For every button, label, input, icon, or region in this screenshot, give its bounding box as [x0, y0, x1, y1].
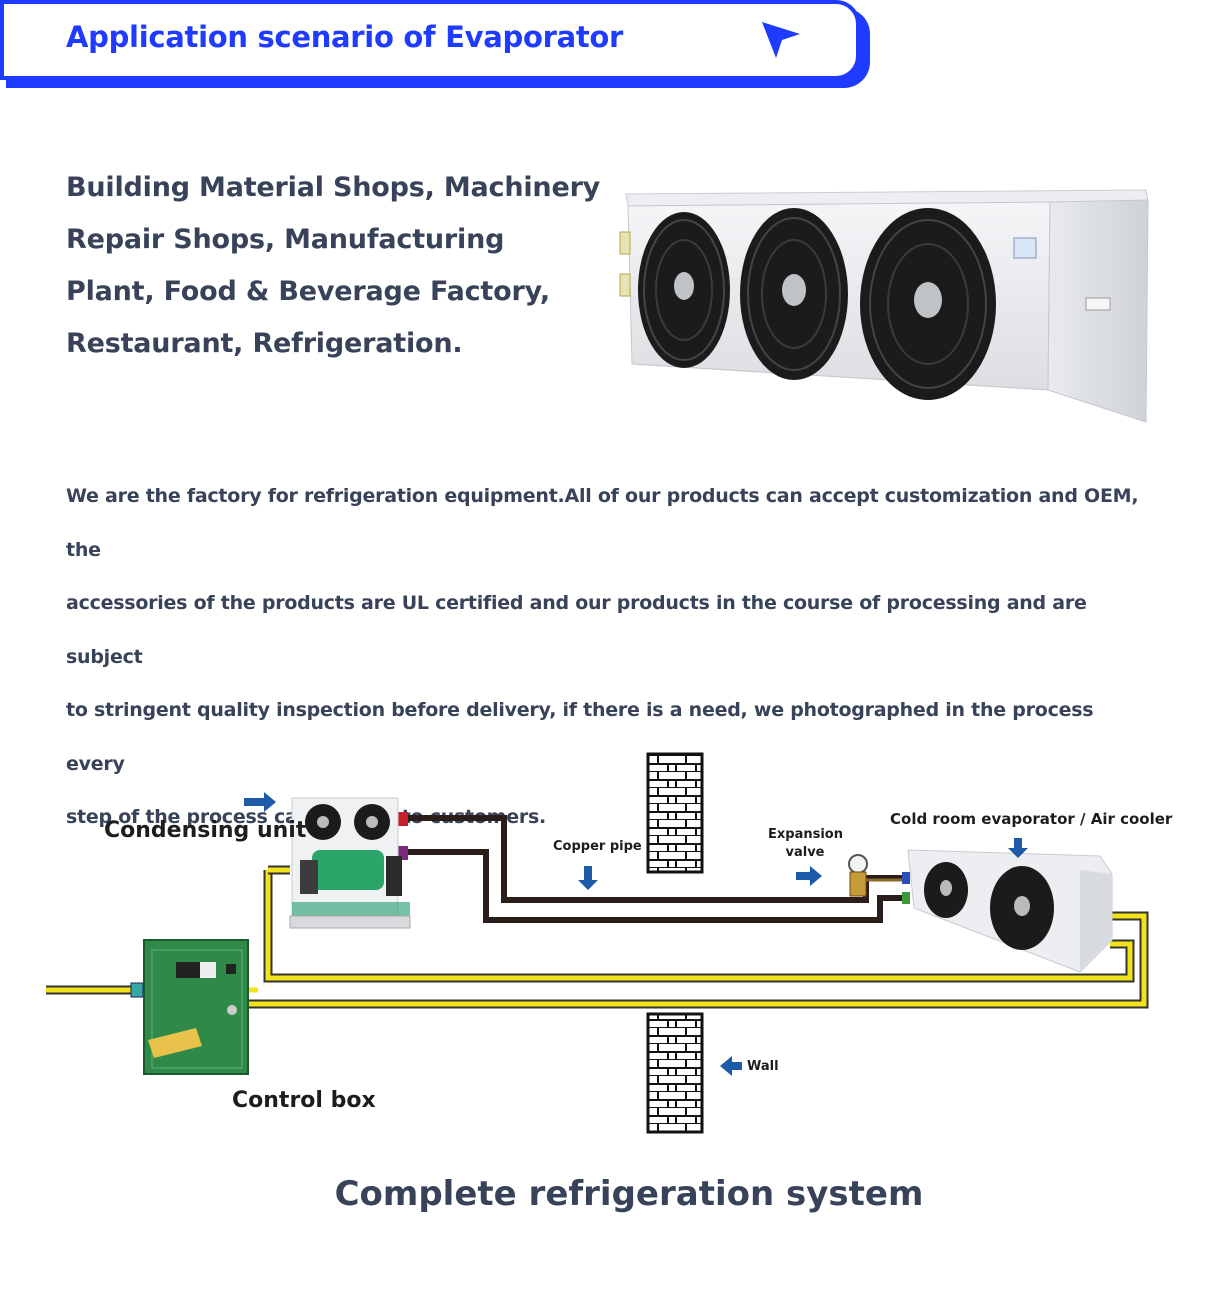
- paragraph-line: accessories of the products are UL certi…: [66, 592, 1087, 668]
- label-condensing-unit: Condensing unit: [104, 818, 307, 843]
- wall-upper: [646, 752, 704, 874]
- label-wall: Wall: [747, 1059, 779, 1074]
- control-box-image: [143, 939, 249, 1075]
- headline-line: Plant, Food & Beverage Factory,: [66, 276, 550, 307]
- paragraph-line: to stringent quality inspection before d…: [66, 699, 1094, 775]
- expansion-valve-icon: [848, 854, 902, 897]
- headline-line: Restaurant, Refrigeration.: [66, 328, 463, 359]
- cursor-arrow-icon: [762, 22, 800, 58]
- copper-pipe: [404, 815, 908, 923]
- air-cooler-image: [907, 849, 1113, 973]
- fan-icon: [638, 212, 730, 368]
- diagram-title: Complete refrigeration system: [334, 1174, 924, 1214]
- condensing-unit-image: [289, 797, 411, 929]
- label-expansion-valve: Expansion valve: [768, 827, 843, 860]
- electrical-wire: [46, 865, 1149, 1009]
- fan-icon: [860, 208, 996, 400]
- pointer-arrow-icon: [244, 792, 1028, 1076]
- headline-line: Building Material Shops, Machinery: [66, 172, 601, 203]
- diagram-drawing: [46, 752, 1149, 1134]
- label-control-box: Control box: [232, 1088, 376, 1113]
- wall-lower: [646, 1012, 704, 1134]
- fan-icon: [740, 208, 848, 380]
- page-title: Application scenario of Evaporator: [66, 20, 624, 54]
- headline-line: Repair Shops, Manufacturing: [66, 224, 505, 255]
- paragraph-line: We are the factory for refrigeration equ…: [66, 485, 1139, 561]
- company-description: We are the factory for refrigeration equ…: [66, 470, 1156, 845]
- industries-headline: Building Material Shops, Machinery Repai…: [66, 162, 611, 370]
- label-evaporator: Cold room evaporator / Air cooler: [890, 810, 1173, 828]
- evaporator-product-image: [619, 189, 1149, 423]
- refrigeration-system-diagram: Condensing unit Copper pipe Expansion va…: [0, 740, 1208, 1140]
- label-copper-pipe: Copper pipe: [553, 839, 642, 854]
- header-banner: [0, 0, 860, 80]
